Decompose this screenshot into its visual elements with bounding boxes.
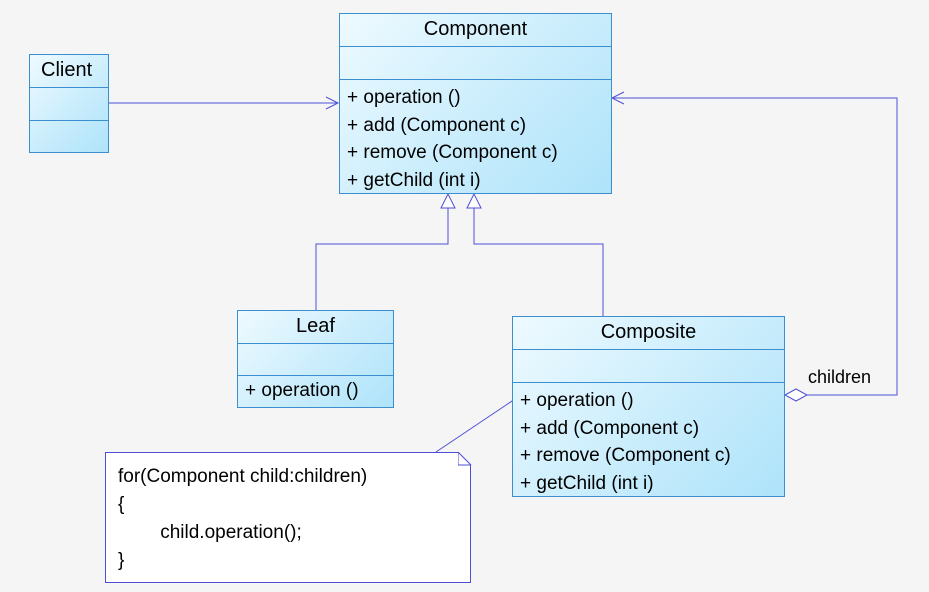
composite-class[interactable]: Composite + operation () + add (Componen… xyxy=(512,316,785,497)
component-operations: + operation () + add (Component c) + rem… xyxy=(340,80,611,194)
operation-item: + getChild (int i) xyxy=(347,169,481,191)
leaf-attributes-section xyxy=(238,344,393,376)
operation-item: + operation () xyxy=(245,380,359,401)
children-role-label: children xyxy=(808,367,872,387)
note-line: } xyxy=(118,550,125,571)
composite-generalization xyxy=(466,192,604,316)
operation-item: + getChild (int i) xyxy=(520,472,654,494)
leaf-class-name: Leaf xyxy=(238,311,393,344)
composite-attributes-section xyxy=(513,350,784,383)
note-fold-corner xyxy=(458,452,472,466)
code-note[interactable]: for(Component child:children) { child.op… xyxy=(105,452,471,583)
note-line: { xyxy=(118,494,125,515)
composite-operations: + operation () + add (Component c) + rem… xyxy=(513,383,784,497)
leaf-operations: + operation () xyxy=(238,376,393,405)
client-class-name: Client xyxy=(30,55,108,88)
component-attributes-section xyxy=(340,47,611,80)
client-class[interactable]: Client xyxy=(29,54,109,153)
note-line: for(Component child:children) xyxy=(118,466,368,487)
operation-item: + remove (Component c) xyxy=(520,445,731,466)
operation-item: + add (Component c) xyxy=(520,417,700,439)
component-class[interactable]: Component + operation () + add (Componen… xyxy=(339,13,612,194)
operation-item: + add (Component c) xyxy=(347,114,527,136)
leaf-generalization xyxy=(315,192,456,310)
operation-item: + operation () xyxy=(520,390,634,411)
client-component-association xyxy=(108,96,340,110)
client-operations-section xyxy=(30,121,108,152)
leaf-class[interactable]: Leaf + operation () xyxy=(237,310,394,408)
children-aggregation xyxy=(610,91,898,402)
client-attributes-section xyxy=(30,88,108,121)
composite-class-name: Composite xyxy=(513,317,784,350)
operation-item: + operation () xyxy=(347,87,461,108)
note-line: child.operation(); xyxy=(118,522,302,543)
component-class-name: Component xyxy=(340,14,611,47)
operation-item: + remove (Component c) xyxy=(347,142,558,163)
